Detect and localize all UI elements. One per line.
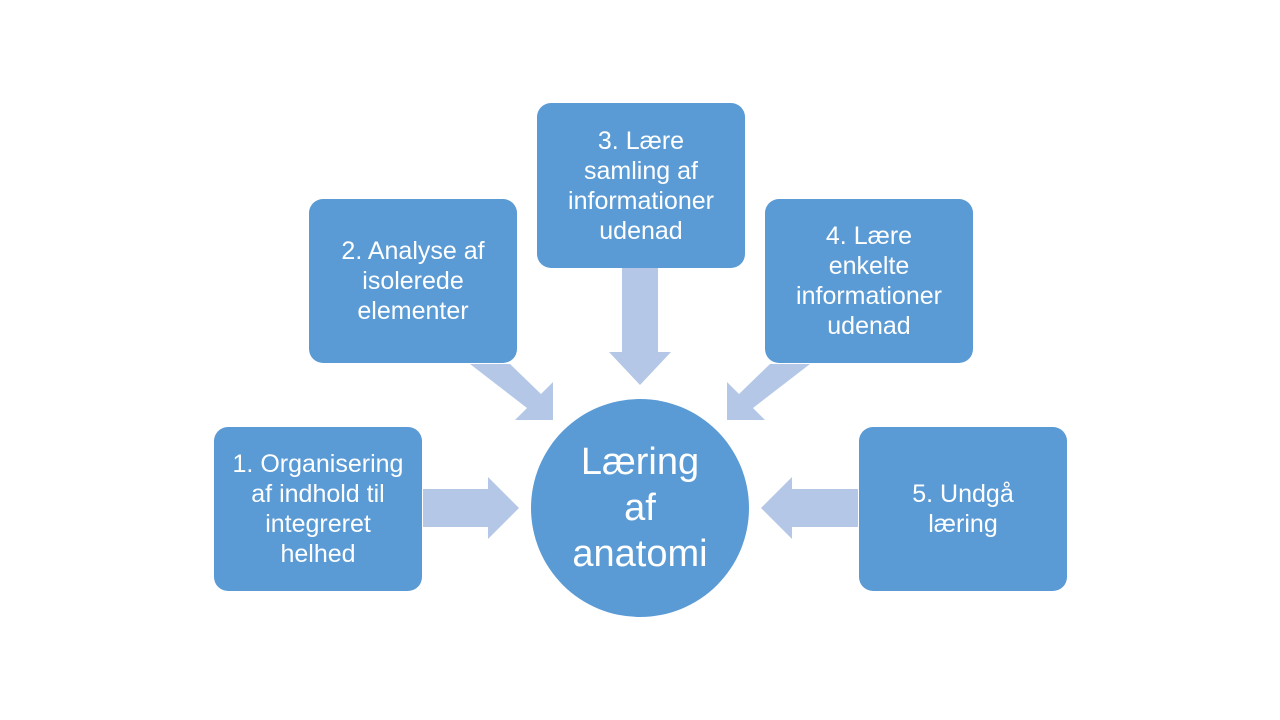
node-2-analyse: 2. Analyse af isolerede elementer [309, 199, 517, 363]
node-5-undgaa: 5. Undgå læring [859, 427, 1067, 591]
node-4-label: 4. Lære enkelte informationer udenad [796, 222, 942, 340]
arrow-4-to-center [727, 364, 810, 420]
arrow-5-to-center [761, 477, 858, 539]
center-node-label: Læring af anatomi [572, 441, 708, 575]
center-node-laering-af-anatomi: Læring af anatomi [531, 399, 749, 617]
arrow-3-to-center [609, 268, 671, 385]
arrow-2-to-center [470, 364, 553, 420]
node-3-label: 3. Lære samling af informationer udenad [568, 126, 714, 245]
node-1-organisering: 1. Organisering af indhold til integrere… [214, 427, 422, 591]
arrow-1-to-center [423, 477, 519, 539]
node-3-samling: 3. Lære samling af informationer udenad [537, 103, 745, 268]
node-1-label: 1. Organisering af indhold til integrere… [232, 450, 404, 568]
node-2-label: 2. Analyse af isolerede elementer [341, 237, 485, 325]
node-4-enkelte: 4. Lære enkelte informationer udenad [765, 199, 973, 363]
node-5-label: 5. Undgå læring [912, 480, 1014, 538]
